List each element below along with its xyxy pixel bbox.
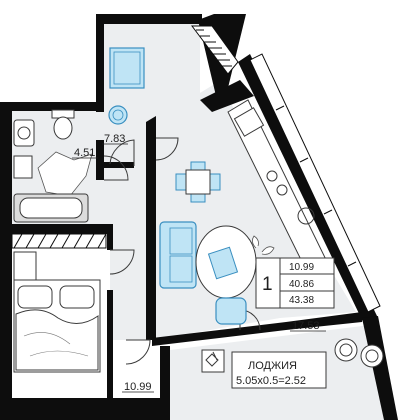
wall-living-left (146, 116, 156, 340)
pillow-right (59, 285, 95, 309)
wall-left-outer (0, 102, 12, 420)
bathroom-fixtures (108, 47, 145, 125)
living-area-label: 17.53 (292, 320, 320, 332)
shower-tray (109, 47, 145, 89)
window-bedroom (11, 233, 107, 249)
washbasin-small (13, 155, 33, 179)
wall-bedroom-right-lower (107, 290, 113, 400)
door-bedroom (109, 249, 135, 275)
wall-bathroom-left (96, 14, 104, 112)
wall-loggia-right (362, 316, 398, 420)
kitchen-sink (233, 107, 265, 137)
wall-loggia-corner (286, 312, 362, 330)
pillow-left (17, 285, 53, 309)
stove-burner-1 (266, 170, 278, 182)
doors (103, 137, 261, 365)
coffee-table (207, 246, 239, 280)
fridge-fan-icon (297, 207, 315, 225)
wall-bedroom-right (107, 224, 113, 250)
plant-icon (252, 235, 275, 255)
rooms-count: 1 (262, 274, 273, 295)
wall-loggia-top (152, 322, 286, 346)
dining-set (175, 161, 221, 203)
loggia-calc: 5.05x0.5=2.52 (236, 375, 306, 387)
bed-blanket (15, 309, 99, 371)
living-furniture (159, 221, 275, 325)
washing-machine-icon (108, 105, 128, 125)
windows (11, 25, 381, 313)
dining-chair-right (209, 173, 221, 191)
bathroom-area-label: 7.83 (104, 133, 125, 145)
living-area-value: 10.99 (289, 262, 314, 273)
wc-area-label: 4.51 (74, 147, 95, 159)
bath-mat (37, 151, 93, 197)
window-kitchen (249, 53, 381, 313)
loggia-label-box: ЛОДЖИЯ 5.05x0.5=2.52 (231, 351, 327, 389)
sink (13, 119, 35, 147)
room-labels: 7.83 4.51 10.99 17.53 (72, 133, 326, 393)
door-living (155, 137, 179, 161)
plant-icon-loggia (205, 351, 219, 367)
dining-table (185, 169, 211, 195)
loggia-chair-2 (360, 344, 384, 368)
area-summary-box: 1 10.99 40.86 43.38 (255, 257, 335, 309)
bedroom-area-label: 10.99 (124, 381, 152, 393)
wall-bottom (0, 398, 166, 420)
wall-wc-top (6, 102, 104, 111)
sofa (159, 221, 197, 289)
kitchen-furniture (227, 99, 333, 283)
total-with-loggia-value: 43.38 (289, 295, 314, 306)
door-entrance (125, 339, 151, 365)
wall-wc-bottom (6, 224, 112, 234)
total-area-value: 40.86 (289, 279, 314, 290)
stove-burner-2 (276, 184, 288, 196)
wall-loggia-left (160, 346, 170, 420)
wc-fixtures (13, 109, 93, 223)
armchair (215, 297, 247, 325)
loggia-title: ЛОДЖИЯ (248, 360, 297, 372)
door-wc (103, 155, 129, 181)
dining-chair-left (175, 173, 187, 191)
loggia-planter (201, 349, 225, 373)
loggia-chair-1 (334, 338, 358, 362)
door-bathroom (109, 139, 135, 166)
wall-bathroom-bottom (104, 162, 134, 168)
loggia-furniture (201, 338, 384, 373)
window-bathroom-glazing (191, 25, 239, 75)
wall-wc-right (96, 140, 104, 180)
bedroom-furniture (13, 251, 101, 373)
wall-facade-diagonal (200, 80, 254, 112)
wall-top-bathroom (96, 14, 202, 24)
